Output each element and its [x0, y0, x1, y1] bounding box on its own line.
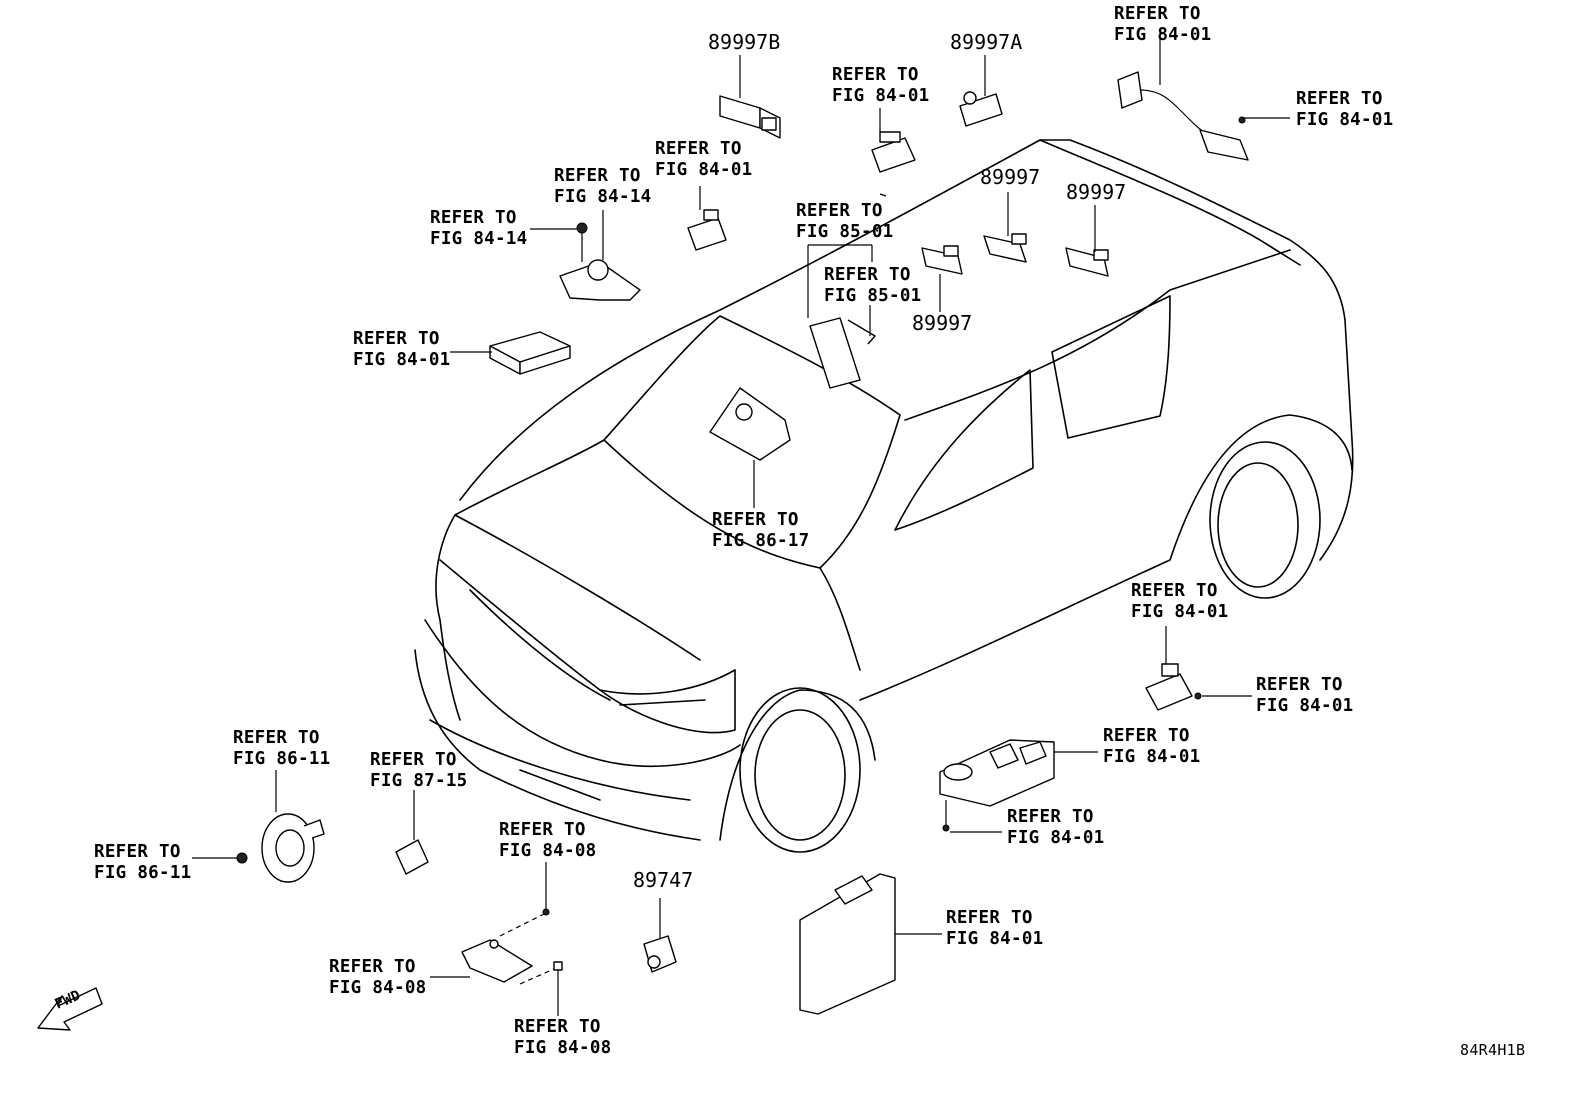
switch-unit-icon	[871, 108, 916, 173]
camera-bracket-icon	[709, 387, 791, 508]
window-switch-icon	[939, 739, 1098, 833]
accel-sensor-icon	[530, 210, 641, 301]
sensor-89997a-icon	[959, 55, 1003, 127]
part-number-89997-1: 89997	[912, 311, 973, 335]
fwd-arrow-icon	[37, 987, 103, 1031]
sensor-89997-1-icon	[921, 245, 963, 312]
part-number-89997a: 89997A	[950, 30, 1023, 54]
ecu-module-icon	[450, 331, 571, 375]
leader-line	[879, 193, 887, 197]
yaw-sensor-icon	[430, 862, 563, 1016]
cable-sensor-icon	[1117, 30, 1290, 161]
sensor-89997-2-icon	[983, 192, 1027, 263]
part-number-89997-2: 89997	[980, 165, 1041, 189]
column-sensor-icon	[807, 244, 876, 389]
sensor-87-15-icon	[395, 790, 429, 875]
part-number-89997b: 89997B	[708, 30, 781, 54]
part-number-89747: 89747	[633, 868, 694, 892]
connector-icon	[687, 186, 727, 251]
diagram-code: 84R4H1B	[1460, 1041, 1526, 1059]
window-switch-small-icon	[1145, 626, 1252, 711]
sensor-89997-3-icon	[1065, 205, 1109, 277]
sensor-89997b-icon	[719, 55, 781, 139]
sensor-89747-icon	[643, 898, 677, 973]
horn-icon	[192, 770, 325, 883]
vehicle-outline	[414, 139, 1354, 853]
body-ecu-icon	[799, 873, 942, 1015]
part-number-89997-3: 89997	[1066, 180, 1127, 204]
